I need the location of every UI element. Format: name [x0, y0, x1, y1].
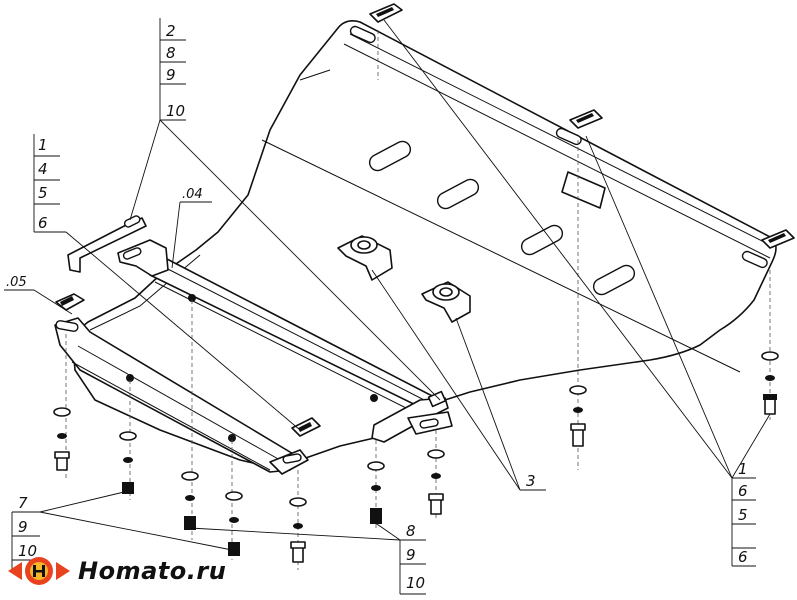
callout-label: 1	[38, 136, 48, 154]
callout-label: 8	[406, 522, 416, 540]
callout-label: 10	[406, 574, 425, 592]
spacer-bushing	[421, 281, 471, 323]
plate-tab	[561, 171, 606, 209]
callout-label: 2	[166, 22, 176, 40]
fastener-stack	[181, 471, 199, 530]
fastener-stack	[367, 461, 385, 524]
callout-label: 3	[526, 472, 536, 490]
callout-label: 9	[406, 546, 416, 564]
brand-name: Homato.ru	[78, 557, 227, 585]
bolt-hole	[188, 294, 196, 302]
callout-label: 10	[166, 102, 185, 120]
callout-label: .04	[182, 187, 203, 202]
vent-slot	[520, 224, 564, 256]
fastener-stack	[569, 385, 587, 447]
callout-label: .05	[6, 275, 27, 290]
spacer-bushing	[337, 235, 393, 281]
callout-label: 5	[38, 184, 48, 202]
homato-logo-icon	[8, 557, 70, 585]
callout-label: 9	[18, 518, 28, 536]
fastener-stack	[289, 497, 307, 563]
callout-ref-3: 3	[520, 472, 546, 491]
mount-slot	[741, 250, 768, 269]
fastener-stack	[427, 449, 445, 515]
callout-label: 4	[38, 160, 48, 178]
callout-label: 6	[38, 214, 48, 232]
callout-ref-05: .05	[4, 275, 34, 291]
bolt-hole	[370, 394, 378, 402]
callout-label: 8	[166, 44, 176, 62]
callout-stack-bottom-left: 7 9 10	[11, 494, 40, 570]
fastener-stack	[53, 407, 71, 471]
callout-stack-top-left: 2 8 9 10	[159, 18, 186, 121]
callout-label: 5	[738, 506, 748, 524]
callout-label: 10	[18, 542, 37, 560]
callout-stack-bottom-mid: 8 9 10	[399, 522, 426, 595]
callout-label: 6	[738, 548, 748, 566]
callout-stack-left: 1 4 5 6	[33, 134, 66, 233]
callout-label: 1	[738, 460, 748, 478]
mount-slot	[349, 25, 376, 44]
callout-label: 7	[18, 494, 28, 512]
vent-slot	[368, 140, 412, 172]
brand-logo: Homato.ru	[8, 550, 226, 592]
mount-slot	[555, 127, 582, 146]
callout-stack-right: 1 6 5 6	[731, 460, 756, 567]
fastener-stack	[119, 431, 137, 494]
beam-bracket-left	[117, 239, 169, 277]
fastener-stack	[761, 351, 779, 415]
vent-slot	[436, 178, 480, 210]
vent-slot	[592, 264, 636, 296]
callout-label: 9	[166, 66, 176, 84]
fastener-stack	[225, 491, 243, 556]
callout-label: 6	[738, 482, 748, 500]
callout-ref-04: .04	[180, 187, 212, 203]
